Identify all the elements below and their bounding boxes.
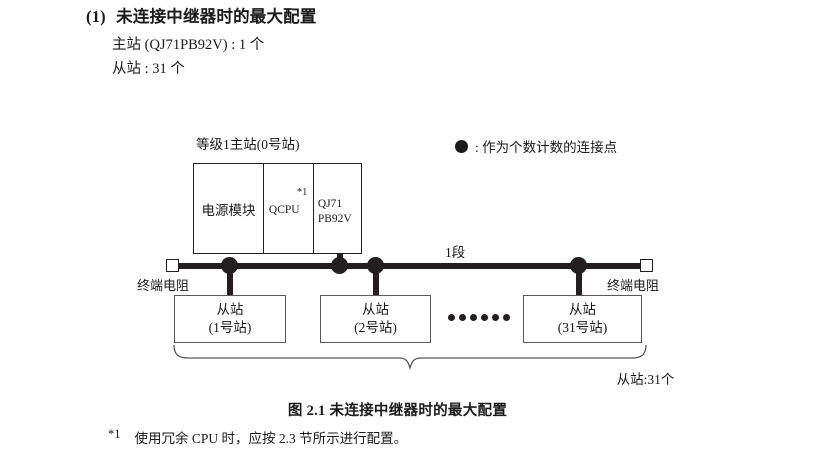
footnote: *1 使用冗余 CPU 时，应按 2.3 节所示进行配置。 <box>108 427 407 447</box>
rack-slot-cpu: *1 QCPU <box>264 164 314 253</box>
rack-slot-power-supply-label: 电源模块 <box>201 202 256 218</box>
slave-station-id-31: (31号站) <box>557 320 608 335</box>
segment-label: 1段 <box>445 245 466 260</box>
ellipsis-dot <box>448 314 455 321</box>
drop-line-slave2 <box>373 265 379 296</box>
slave-station-name-2: 从站 <box>362 302 389 317</box>
slave-station-name-1: 从站 <box>216 302 244 317</box>
ellipsis-dot <box>470 314 477 321</box>
slave-station-box-2: 从站 (2号站) <box>320 295 431 343</box>
footnote-text: 使用冗余 CPU 时，应按 2.3 节所示进行配置。 <box>134 431 408 446</box>
slave-station-name-31: 从站 <box>569 302 596 317</box>
ellipsis-dot <box>492 314 499 321</box>
page-title: (1) 未连接中继器时的最大配置 <box>86 6 686 28</box>
terminator-left-icon <box>166 259 179 272</box>
terminator-left-label: 终端电阻 <box>137 278 190 293</box>
footnote-mark: *1 <box>108 427 121 441</box>
cpu-footnote-mark: *1 <box>296 187 308 198</box>
rack-slot-cpu-label: QCPU <box>268 204 300 216</box>
bus-trunk-line <box>172 263 646 269</box>
ellipsis-dot <box>481 314 488 321</box>
drop-line-slave31 <box>576 265 582 296</box>
section-number: (1) <box>86 7 106 26</box>
master-rack-title: 等级1主站(0号站) <box>196 137 300 152</box>
legend-label: : 作为个数计数的连接点 <box>475 140 618 155</box>
connection-point-icon <box>455 139 468 153</box>
figure-caption-wrap: 图 2.1 未连接中继器时的最大配置 <box>0 399 821 420</box>
slave-count-label: 从站:31个 <box>616 372 675 387</box>
slave-station-box-31: 从站 (31号站) <box>523 295 642 343</box>
slave-station-id-1: (1号站) <box>208 320 252 335</box>
ellipsis-dot <box>459 314 466 321</box>
rack-slot-power-supply: 电源模块 <box>194 164 264 253</box>
slave-count-label-wrap: 从站:31个 <box>0 368 821 388</box>
connection-point-node-master <box>331 257 348 274</box>
ellipsis-dot <box>503 314 510 321</box>
heading-section: (1) 未连接中继器时的最大配置 主站 (QJ71PB92V) : 1 个 从站… <box>86 6 686 80</box>
network-module-label-line2: PB92V <box>317 213 352 225</box>
figure-caption: 图 2.1 未连接中继器时的最大配置 <box>287 403 508 419</box>
brace-icon <box>173 344 647 371</box>
terminator-right-icon <box>640 259 653 272</box>
network-module-label-line1: QJ71 <box>317 198 343 210</box>
spec-line-slave: 从站 : 31 个 <box>112 61 185 77</box>
spec-line-master: 主站 (QJ71PB92V) : 1 个 <box>112 37 265 53</box>
slave-station-id-2: (2号站) <box>354 320 397 335</box>
slave-count-brace <box>170 344 650 375</box>
slave-station-box-1: 从站 (1号站) <box>174 295 286 343</box>
slave-ellipsis-icon <box>448 314 510 321</box>
legend: : 作为个数计数的连接点 <box>455 136 617 156</box>
section-title: 未连接中继器时的最大配置 <box>116 7 317 26</box>
drop-line-slave1 <box>227 265 233 296</box>
terminator-right-label: 终端电阻 <box>607 278 660 293</box>
